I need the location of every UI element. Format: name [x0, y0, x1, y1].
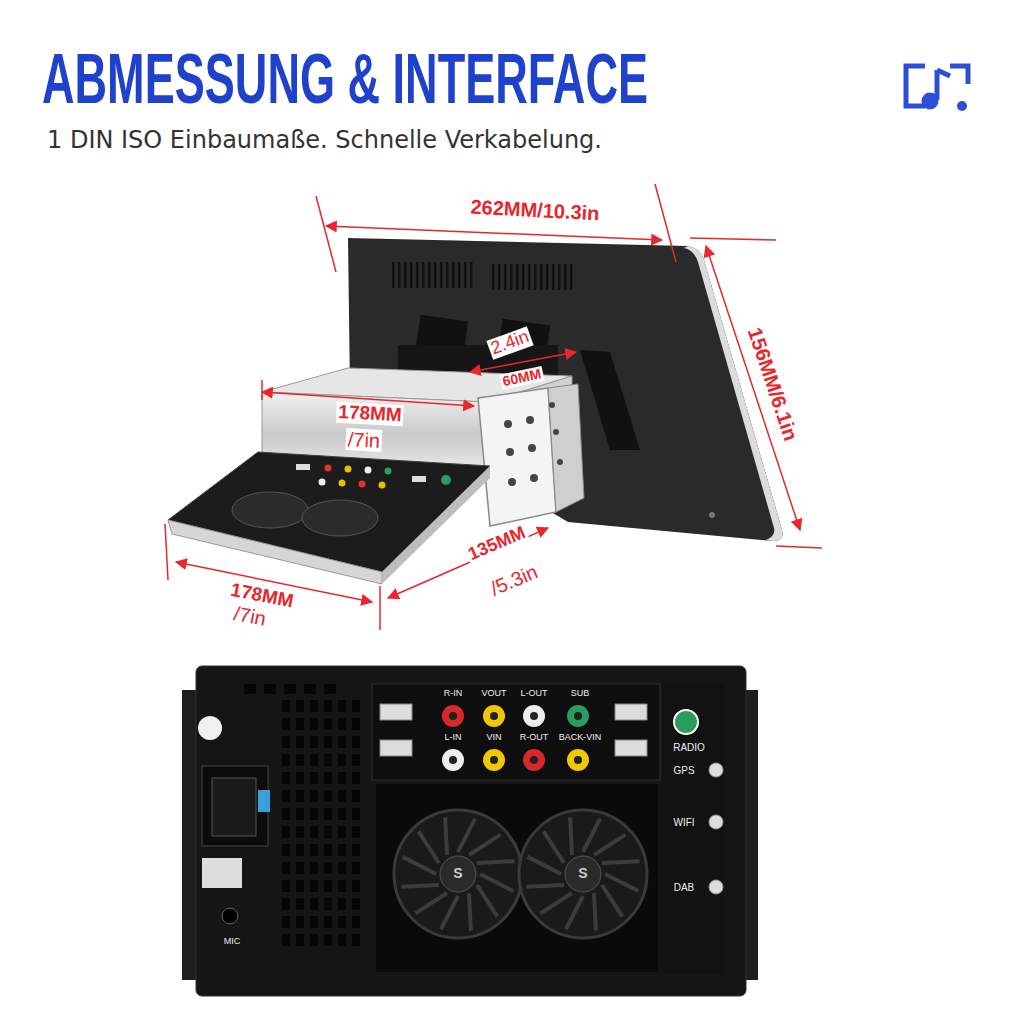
fan-logo: S	[578, 866, 587, 881]
dimension-line	[165, 184, 822, 630]
fan-logo: S	[453, 866, 462, 881]
port-label: VOUT	[479, 689, 508, 699]
port-label: L-IN	[442, 733, 463, 743]
subtitle: 1 DIN ISO Einbaumaße. Schnelle Verkabelu…	[47, 127, 602, 153]
dimension-label: /7in	[345, 428, 382, 452]
port-label: VIN	[484, 733, 503, 743]
dimension-label: /5.3in	[485, 560, 542, 601]
port-label: R-IN	[442, 689, 465, 699]
port-label: SUB	[569, 689, 592, 699]
port-label: L-OUT	[519, 689, 550, 699]
port-label: WIFI	[671, 817, 696, 828]
rear-panel	[182, 666, 758, 996]
dimension-label: 262MM/10.3in	[468, 196, 602, 225]
dimension-label: 178MM	[336, 402, 404, 426]
chassis-box	[168, 368, 584, 584]
port-label: R-OUT	[518, 733, 551, 743]
page-title: ABMESSUNG & INTERFACE	[42, 44, 648, 114]
port-label: BACK-VIN	[557, 733, 604, 743]
port-label: DAB	[672, 882, 697, 893]
port-label: MIC	[222, 937, 243, 947]
port-label: GPS	[671, 765, 696, 776]
port-label: RADIO	[671, 742, 707, 753]
dimension-label: 135MM	[464, 522, 531, 565]
music-icon	[906, 66, 968, 111]
